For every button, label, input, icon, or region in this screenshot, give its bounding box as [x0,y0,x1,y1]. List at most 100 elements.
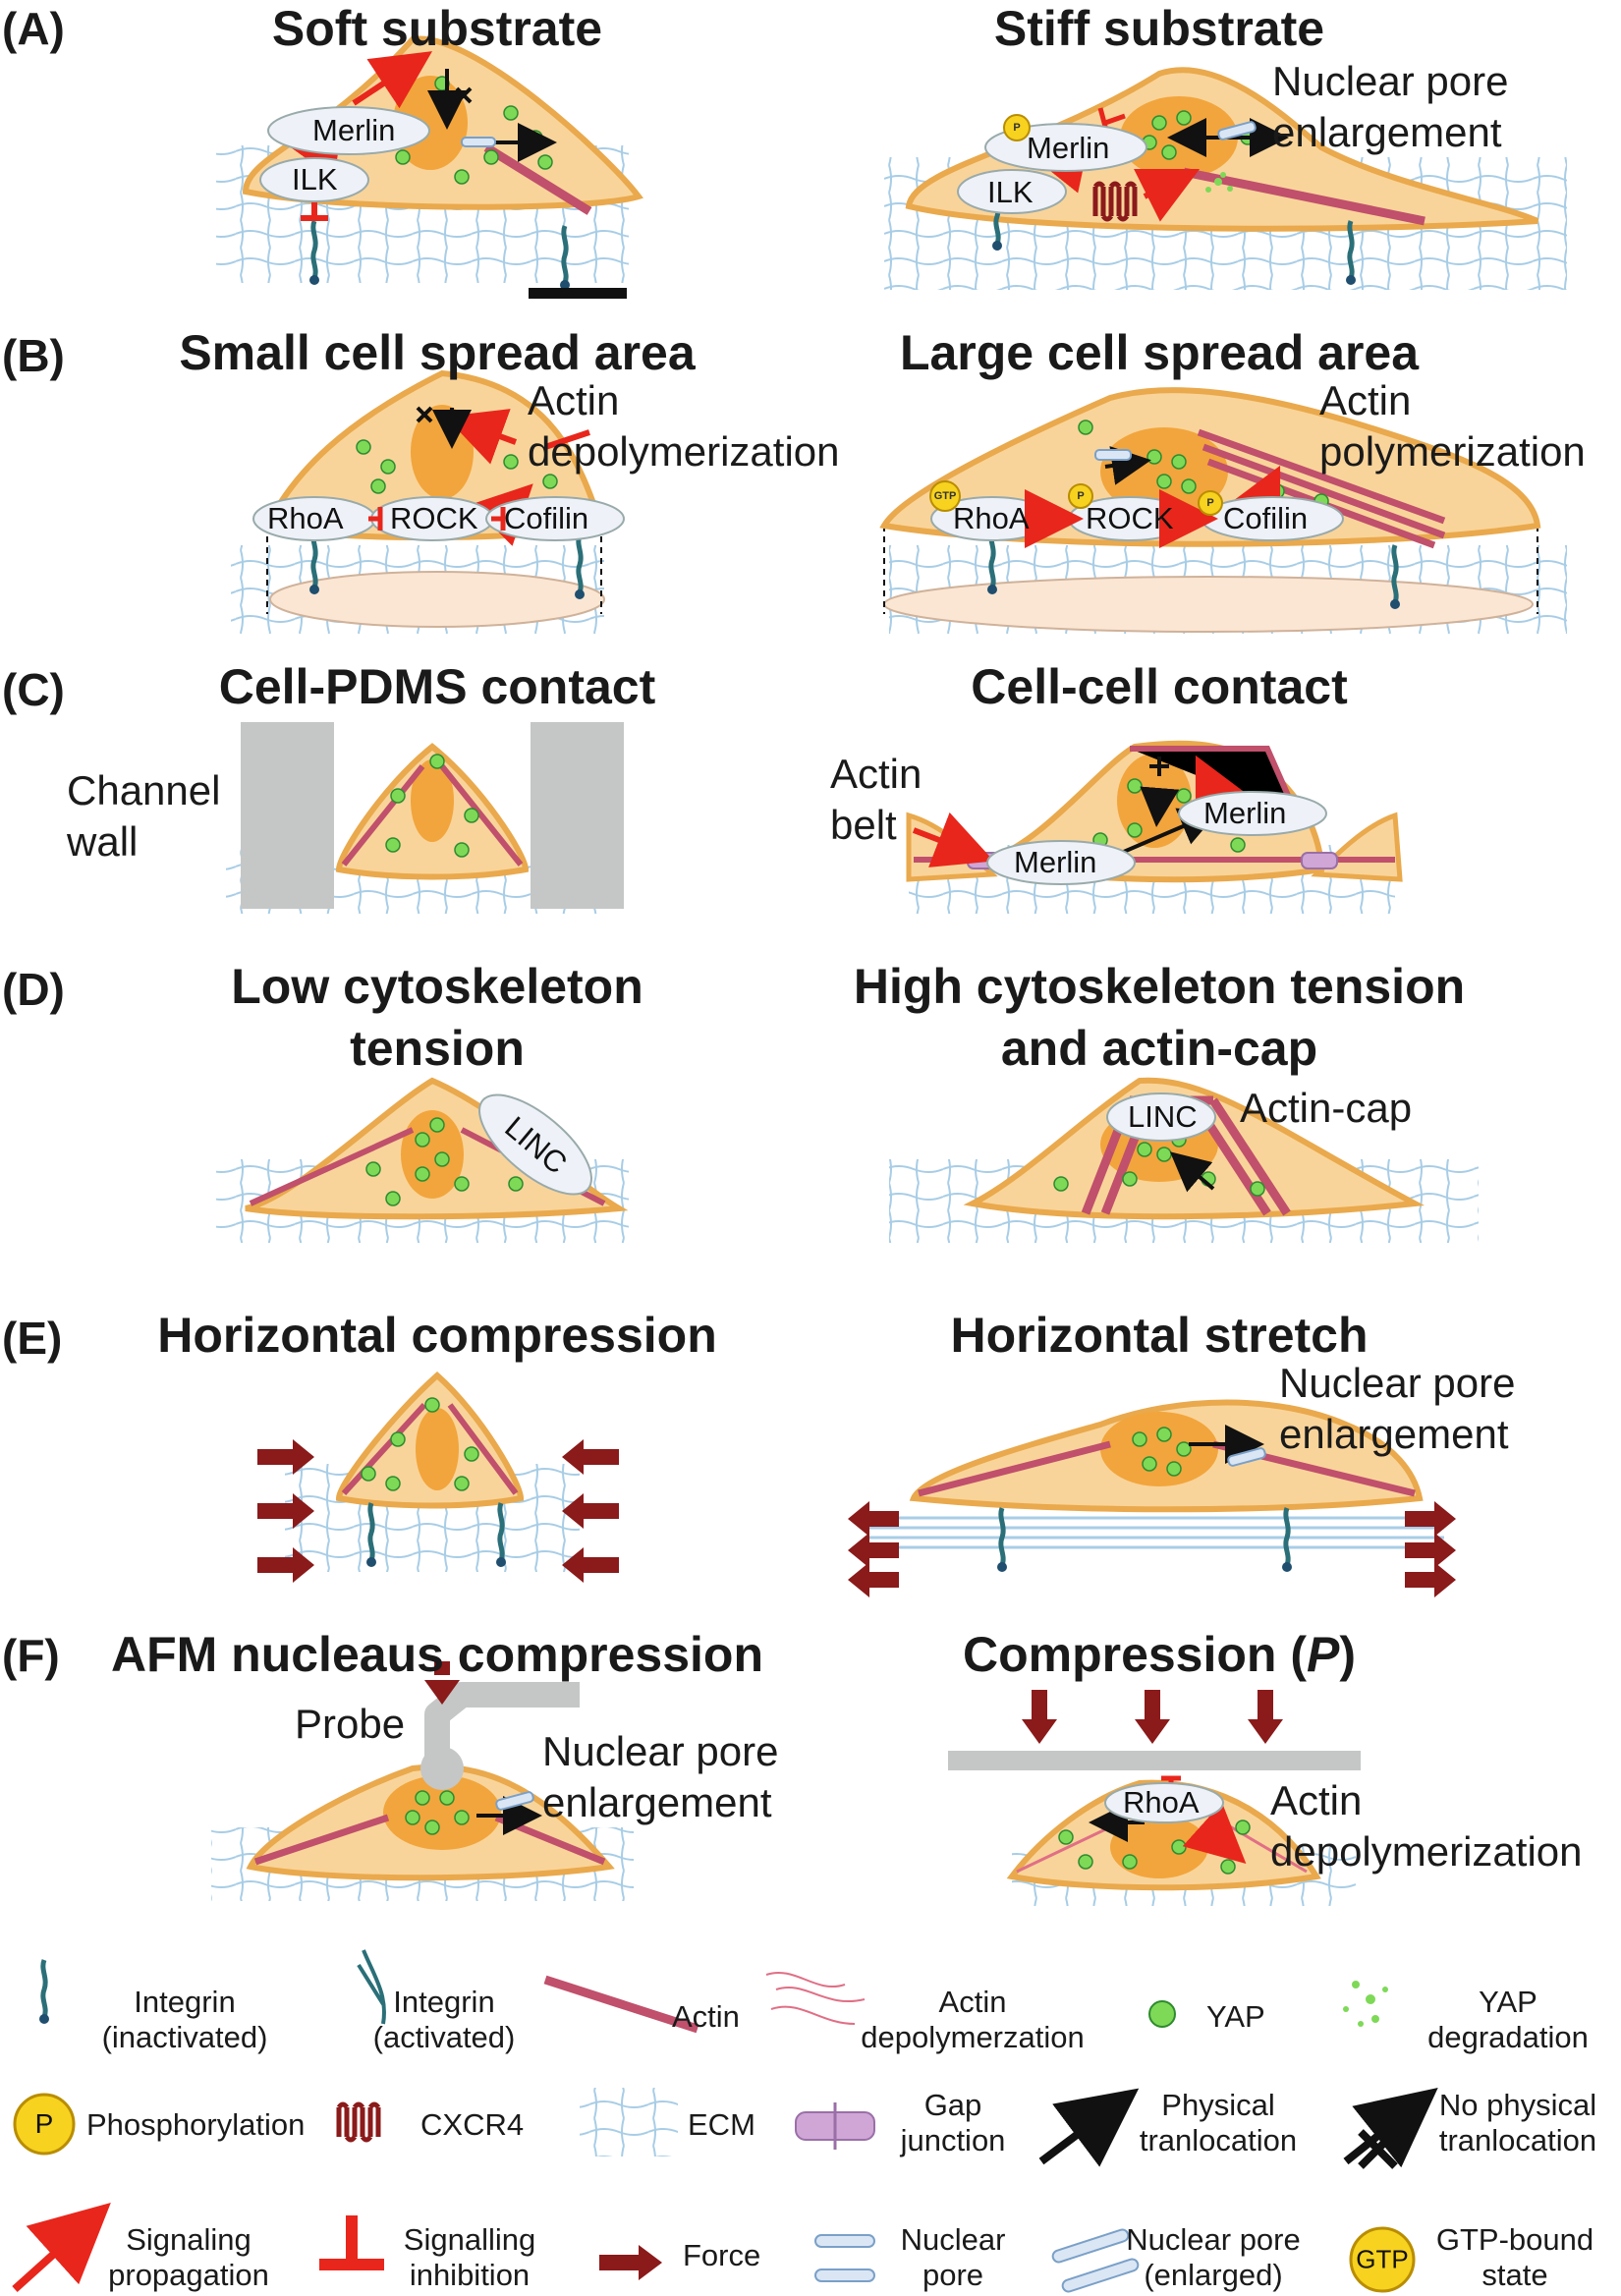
actin-fiber [483,143,592,215]
ann-c-actin: Actin [830,751,922,797]
panel-b-small [231,369,625,634]
legend-integrin-active: Integrin(activated) [373,1985,516,2055]
ann-e-nuclear-pore-1: Nuclear pore [1279,1360,1516,1406]
legend-nophys-1: No physical [1438,2088,1597,2122]
force-arrows-left [848,1501,899,1597]
title-soft-substrate: Soft substrate [271,1,603,56]
ann-c-channel: Channel [67,767,221,813]
ann-f-nuclear-pore-1: Nuclear pore [542,1728,779,1774]
channel-wall-right [531,722,624,909]
panel-c-cellcell [906,740,1403,914]
phospho-badge [1003,114,1031,141]
legend-integrin-inactive-1: Integrin [134,1985,236,2019]
label-gtp-b: GTP [933,490,957,502]
title-cell-pdms: Cell-PDMS contact [218,659,656,714]
ann-c-belt: belt [830,802,897,848]
panel-c-pdms [226,722,624,914]
scale-bar [529,288,627,299]
legend [12,1949,1438,2293]
legend-integrin-inactive-2: (inactivated) [101,2020,268,2054]
label-merlin-a2: Merlin [1027,131,1110,165]
legend-pore-1: Nuclear [900,2222,1006,2257]
label-rhoa-b2: RhoA [953,501,1030,535]
phospho-badge [1068,483,1093,509]
cofilin-oval [485,496,625,541]
ann-a-nuclear-pore-2: enlargement [1272,109,1502,155]
panel-tag-e: (E) [2,1313,63,1364]
ann-f-actin: Actin [1270,1777,1363,1823]
legend-pore-enl-2: (enlarged) [1144,2258,1283,2292]
actin-cap [1081,1095,1291,1216]
nucleus [411,759,454,842]
force-arrows-left [257,1439,314,1583]
legend-integrin-active-1: Integrin [393,1985,495,2019]
legend-sigprop-1: Signaling [126,2222,252,2257]
panel-b-large [879,387,1567,634]
legend-actin-depoly-1: Actin [938,1985,1007,2019]
legend-phys-2: tranlocation [1139,2123,1298,2157]
title-high-tension-1: High cytoskeleton tension [853,959,1466,1014]
title-stiff-substrate: Stiff substrate [993,1,1325,56]
label-merlin-c1: Merlin [1203,796,1287,830]
legend-siginh-2: inhibition [409,2258,531,2292]
gtp-badge [929,480,961,512]
title-horizontal-stretch: Horizontal stretch [950,1308,1369,1363]
legend-nophys-2: tranlocation [1438,2123,1597,2157]
title-compression-prefix: Compression ( [962,1627,1308,1682]
compression-plate [948,1751,1361,1770]
title-small-spread: Small cell spread area [179,325,696,380]
merlin-oval [267,106,430,155]
linc-oval [1106,1092,1216,1142]
legend-phosphorylation: Phosphorylation [86,2107,306,2142]
panel-tag-f: (F) [2,1630,60,1681]
force-arrows-right [562,1439,619,1583]
panel-a-soft [216,35,643,299]
legend-gap-1: Gap [923,2088,982,2122]
legend-ecm: ECM [688,2107,755,2142]
legend-phys-1: Physical [1161,2088,1275,2122]
label-ilk-a2: ILK [987,175,1034,209]
label-p-b1: P [1077,490,1085,502]
legend-force: Force [683,2238,761,2272]
ann-d-actin-cap: Actin-cap [1240,1085,1413,1131]
linc-oval [478,1093,592,1196]
label-rock-b: ROCK [390,501,478,535]
panel-e-stretch [848,1399,1456,1597]
ann-b-actin-large: Actin [1319,377,1412,423]
ann-b-depoly: depolymerization [528,428,840,475]
panel-a-stiff [884,67,1567,290]
legend-actin-depoly-2: depolymerzation [861,2020,1085,2054]
panel-tag-d: (D) [2,964,65,1015]
actin-fiber [1183,167,1425,226]
phospho-badge [1198,490,1223,516]
legend-yap-deg-1: YAP [1479,1985,1537,2019]
legend-integrin-active-2: (activated) [372,2020,516,2054]
panel-tag-a: (A) [2,3,65,54]
title-compression-suffix: ) [1339,1627,1357,1682]
label-ilk-a: ILK [292,162,338,196]
title-compression-var: P [1307,1627,1340,1682]
nucleus [383,1775,501,1850]
panel-d-high [889,1077,1479,1243]
rhoa-oval [1104,1782,1224,1823]
panel-tag-b: (B) [2,330,65,381]
legend-pore-2: pore [922,2258,984,2292]
label-p-a: P [1013,122,1021,134]
label-merlin-a: Merlin [312,113,396,147]
ilk-oval [957,169,1067,214]
label-cofilin-b: Cofilin [504,501,589,535]
legend-cxcr4: CXCR4 [420,2107,525,2142]
title-low-tension-2: tension [350,1021,525,1076]
label-linc-d2: LINC [1128,1099,1198,1134]
ann-e-nuclear-pore-2: enlargement [1279,1411,1509,1457]
legend-gap-2: junction [900,2123,1006,2157]
title-cell-cell: Cell-cell contact [971,659,1348,714]
merlin-oval [986,840,1136,885]
